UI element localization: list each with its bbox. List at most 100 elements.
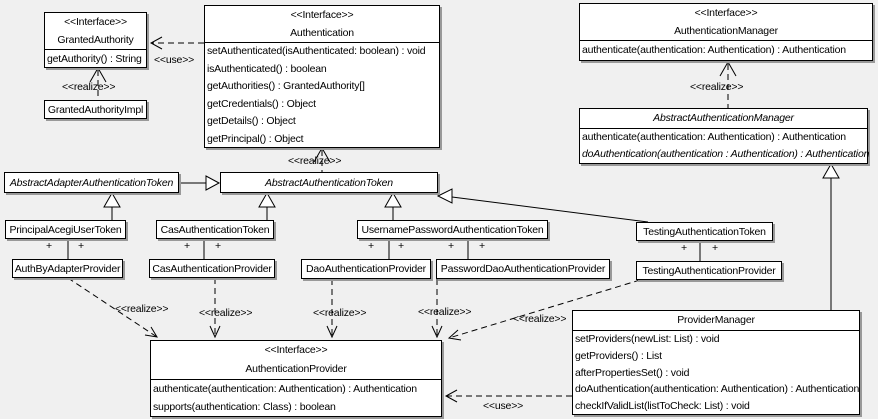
class-box-testing-authentication-token[interactable]: TestingAuthenticationToken [636, 222, 773, 241]
class-box-abstract-authentication-manager[interactable]: AbstractAuthenticationManager authentica… [579, 108, 870, 164]
triangle-arrowhead-icon [822, 162, 840, 179]
multiplicity-label: + [398, 240, 404, 252]
class-title: <<Interface>> GrantedAuthority [45, 13, 146, 50]
class-name: DaoAuthenticationProvider [306, 263, 426, 275]
class-box-cas-authentication-token[interactable]: CasAuthenticationToken [156, 220, 274, 239]
class-box-dao-authentication-provider[interactable]: DaoAuthenticationProvider [301, 259, 431, 279]
class-box-provider-manager[interactable]: ProviderManager setProviders(newList: Li… [572, 310, 860, 415]
stereotype-label: <<Interface>> [290, 9, 354, 21]
stereotype-label: <<Interface>> [264, 344, 328, 356]
multiplicity-label: + [215, 240, 221, 252]
generalization-edge [451, 196, 649, 223]
class-title: <<Interface>> Authentication [205, 6, 439, 43]
class-title: <<Interface>> AuthenticationManager [580, 4, 872, 41]
method-row: authenticate(authentication: Authenticat… [582, 131, 846, 143]
class-box-abstract-authentication-token[interactable]: AbstractAuthenticationToken [220, 172, 438, 193]
class-name: PrincipalAcegiUserToken [9, 223, 122, 236]
class-name: AuthenticationProvider [245, 363, 347, 375]
class-name: GrantedAuthority [57, 34, 134, 46]
method-row: afterPropertiesSet() : void [575, 366, 690, 379]
class-title: <<Interface>> AuthenticationProvider [151, 341, 441, 380]
class-box-granted-authority[interactable]: <<Interface>> GrantedAuthority getAuthor… [44, 12, 147, 68]
open-arrowhead-icon [144, 326, 158, 338]
realize-label: <<realize>> [115, 303, 169, 315]
method-row: setProviders(newList: List) : void [575, 333, 720, 345]
method-row: doAuthentication(authentication : Authen… [582, 148, 870, 160]
realize-label: <<realize>> [418, 306, 472, 318]
class-box-password-dao-authentication-provider[interactable]: PasswordDaoAuthenticationProvider [436, 259, 610, 279]
method-row: doAuthentication(authentication: Authent… [575, 383, 860, 396]
open-arrowhead-icon [719, 60, 737, 77]
triangle-arrowhead-icon [103, 191, 121, 208]
class-box-authentication-provider[interactable]: <<Interface>> AuthenticationProvider aut… [150, 340, 442, 417]
method-row: isAuthenticated() : boolean [207, 62, 327, 75]
members-compartment: setAuthenticated(isAuthenticated: boolea… [205, 43, 439, 148]
class-name: CasAuthenticationProvider [152, 262, 272, 275]
class-box-cas-authentication-provider[interactable]: CasAuthenticationProvider [149, 259, 275, 278]
method-row: authenticate(authentication: Authenticat… [582, 44, 846, 56]
class-name: AuthenticationManager [674, 25, 778, 37]
members-compartment: setProviders(newList: List) : void getPr… [573, 331, 859, 415]
class-name: AbstractAdapterAuthenticationToken [9, 176, 174, 189]
class-box-principal-acegi-user-token[interactable]: PrincipalAcegiUserToken [5, 220, 126, 239]
method-row: setAuthenticated(isAuthenticated: boolea… [207, 45, 426, 57]
class-box-authentication-manager[interactable]: <<Interface>> AuthenticationManager auth… [579, 3, 873, 61]
method-row: authenticate(authentication: Authenticat… [153, 383, 417, 395]
method-row: getPrincipal() : Object [207, 132, 304, 145]
class-name: AuthByAdapterProvider [14, 262, 121, 275]
stereotype-label: <<Interface>> [64, 16, 127, 28]
class-box-username-password-authentication-token[interactable]: UsernamePasswordAuthenticationToken [357, 220, 548, 239]
class-box-auth-by-adapter-provider[interactable]: AuthByAdapterProvider [12, 259, 123, 278]
multiplicity-label: + [184, 240, 190, 252]
use-label: <<use>> [154, 54, 195, 66]
open-arrowhead-icon [447, 329, 462, 341]
multiplicity-label: + [46, 240, 52, 252]
triangle-arrowhead-icon [258, 191, 276, 208]
class-name: GrantedAuthorityImpl [47, 103, 144, 116]
multiplicity-label: + [712, 242, 718, 254]
class-name: PasswordDaoAuthenticationProvider [440, 263, 606, 275]
open-arrowhead-icon [326, 325, 338, 339]
class-box-abstract-adapter-authentication-token[interactable]: AbstractAdapterAuthenticationToken [4, 172, 179, 193]
class-name: CasAuthenticationToken [160, 223, 270, 236]
method-row: getCredentials() : Object [207, 97, 316, 110]
multiplicity-label: + [479, 240, 485, 252]
class-box-testing-authentication-provider[interactable]: TestingAuthenticationProvider [636, 261, 782, 280]
multiplicity-label: + [681, 242, 687, 254]
method-row: supports(authentication: Class) : boolea… [153, 401, 336, 413]
class-box-authentication[interactable]: <<Interface>> Authentication setAuthenti… [204, 5, 440, 148]
multiplicity-label: + [448, 240, 454, 252]
class-name: Authentication [290, 27, 354, 39]
members-compartment: authenticate(authentication: Authenticat… [151, 380, 441, 416]
class-name: AbstractAuthenticationToken [265, 176, 393, 189]
realize-label: <<realize>> [313, 307, 367, 319]
open-arrowhead-icon [149, 36, 163, 50]
realize-edge [67, 277, 158, 338]
multiplicity-label: + [78, 240, 84, 252]
method-row: getAuthority() : String [47, 53, 142, 65]
multiplicity-label: + [368, 240, 374, 252]
class-name: ProviderManager [573, 311, 859, 331]
triangle-arrowhead-icon [384, 191, 402, 208]
stereotype-label: <<Interface>> [694, 7, 758, 19]
triangle-arrowhead-icon [436, 188, 453, 204]
members-compartment: getAuthority() : String [45, 50, 146, 68]
class-name: TestingAuthenticationToken [643, 225, 766, 238]
method-row: getAuthorities() : GrantedAuthority[] [207, 80, 365, 92]
realize-label: <<realize>> [62, 81, 116, 93]
open-arrowhead-icon [89, 66, 107, 83]
members-compartment: authenticate(authentication: Authenticat… [580, 129, 870, 163]
class-name: UsernamePasswordAuthenticationToken [361, 223, 544, 236]
class-box-granted-authority-impl[interactable]: GrantedAuthorityImpl [44, 100, 147, 119]
method-row: checkIfValidList(listToCheck: List) : vo… [575, 400, 750, 413]
class-name: TestingAuthenticationProvider [642, 264, 776, 277]
realize-label: <<realize>> [690, 81, 744, 93]
open-arrowhead-icon [313, 146, 331, 163]
class-name: AbstractAuthenticationManager [580, 109, 867, 129]
open-arrowhead-icon [444, 389, 458, 403]
method-row: getDetails() : Object [207, 115, 296, 127]
triangle-arrowhead-icon [205, 175, 221, 191]
open-arrowhead-icon [431, 325, 443, 339]
